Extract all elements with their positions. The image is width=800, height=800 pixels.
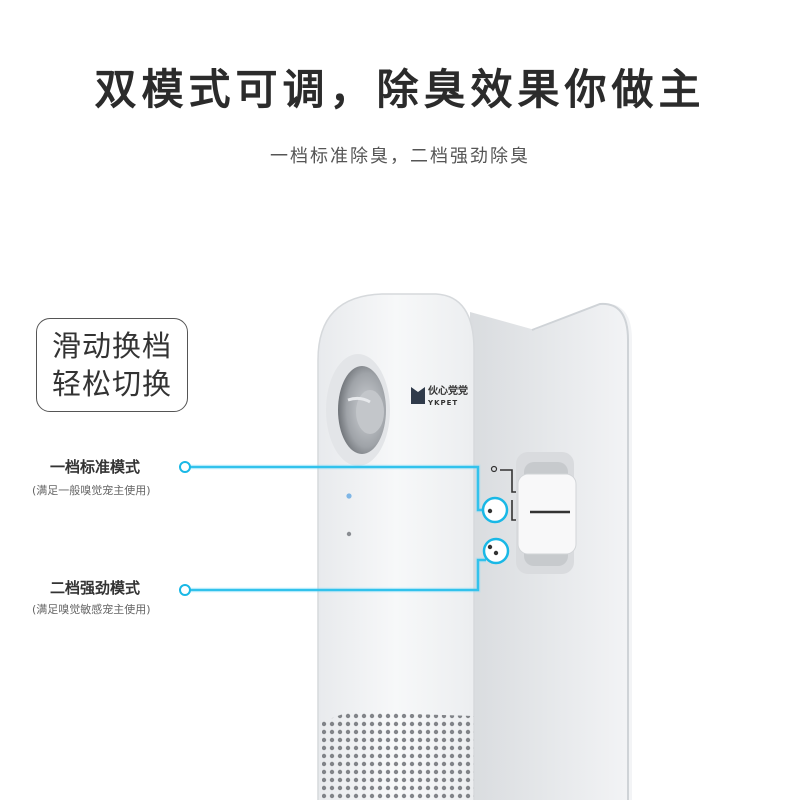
mode2-note: (满足嗅觉敏感宠主使用) (32, 603, 151, 616)
headline: 双模式可调，除臭效果你做主 (94, 65, 706, 114)
mode2-title: 二档强劲模式 (50, 579, 141, 597)
air-outlet (326, 354, 390, 466)
feature-badge: 滑动换档 轻松切换 (36, 318, 188, 412)
callout-lines (179, 461, 510, 596)
brand-logo-text: 伙心党党 (428, 386, 468, 397)
badge-line-2: 轻松切换 (51, 367, 172, 401)
brand-logo-icon (411, 387, 425, 404)
mode1-note: (满足一般嗅觉宠主使用) (32, 484, 151, 497)
mode-slider-switch (516, 452, 577, 574)
subheadline: 一档标准除臭，二档强劲除臭 (270, 146, 530, 167)
mode1-title: 一档标准模式 (50, 458, 141, 476)
badge-line-1: 滑动换档 (51, 329, 172, 363)
callout-line-mode2 (179, 537, 510, 596)
brand-logo-en: YKPET (428, 399, 459, 407)
vent-grille (322, 712, 474, 800)
callout-line-mode1 (179, 461, 509, 524)
